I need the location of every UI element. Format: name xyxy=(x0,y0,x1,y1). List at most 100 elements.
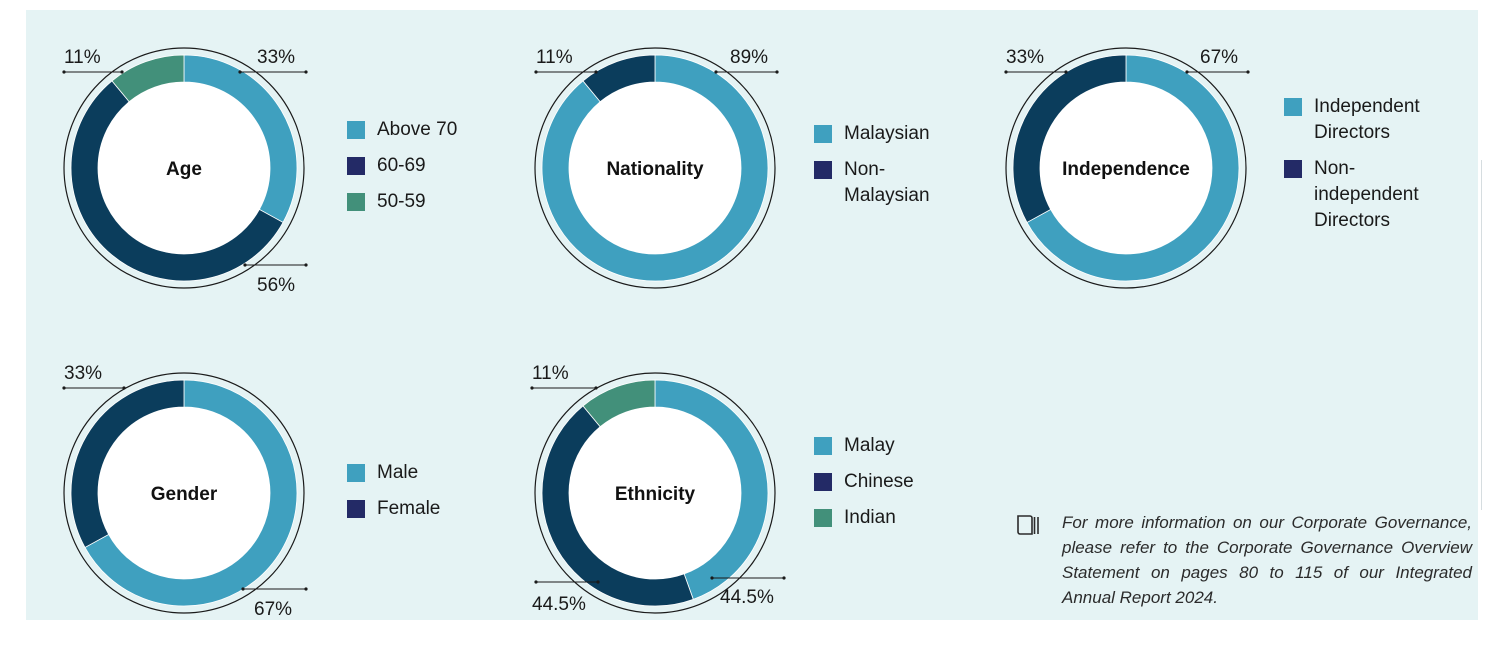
chart-title: Nationality xyxy=(606,159,704,180)
legend-label: Female xyxy=(377,498,441,519)
leader-dot xyxy=(1004,70,1008,74)
leader-dot xyxy=(1064,70,1068,74)
leader-dot xyxy=(241,587,245,591)
outer-ring xyxy=(1005,47,1247,289)
legend-swatch xyxy=(814,473,832,491)
leader-dot xyxy=(594,70,598,74)
legend-item-malaysian: Malaysian xyxy=(814,121,930,147)
chart-title: Independence xyxy=(1062,159,1190,180)
legend-label: 60-69 xyxy=(377,155,426,176)
age-legend: Above 70 60-69 50-59 xyxy=(347,117,457,225)
legend-item-50-59: 50-59 xyxy=(347,189,457,215)
legend-swatch xyxy=(347,121,365,139)
leader-dot xyxy=(530,386,534,390)
legend-swatch xyxy=(347,500,365,518)
leader-dot xyxy=(594,386,598,390)
legend-item-60-69: 60-69 xyxy=(347,153,457,179)
leader-dot xyxy=(122,386,126,390)
legend-label: 50-59 xyxy=(377,191,426,212)
value-label: 67% xyxy=(1200,47,1238,68)
legend-swatch xyxy=(347,193,365,211)
leader-dot xyxy=(304,263,308,267)
legend-item-above-70: Above 70 xyxy=(347,117,457,143)
legend-swatch xyxy=(347,464,365,482)
chart-title: Age xyxy=(166,159,202,180)
value-label: 11% xyxy=(536,47,573,68)
value-label: 11% xyxy=(64,47,101,68)
outer-ring xyxy=(534,372,776,614)
legend-item-chinese: Chinese xyxy=(814,469,914,495)
leader-dot xyxy=(534,580,538,584)
value-label: 11% xyxy=(532,363,569,384)
leader-dot xyxy=(710,576,714,580)
legend-swatch xyxy=(1284,98,1302,116)
leader-dot xyxy=(1246,70,1250,74)
leader-dot xyxy=(120,70,124,74)
legend-item-non-malaysian: Non-Malaysian xyxy=(814,157,930,209)
note-text: For more information on our Corporate Go… xyxy=(1062,513,1472,607)
donut-independence: Independence 67% 33% xyxy=(1004,47,1250,289)
donut-hole xyxy=(98,407,270,579)
donut-hole xyxy=(98,82,270,254)
leader-dot xyxy=(304,587,308,591)
legend-swatch xyxy=(814,509,832,527)
outer-ring xyxy=(63,47,305,289)
leader-dot xyxy=(243,263,247,267)
value-label: 44.5% xyxy=(532,594,586,615)
leader-dot xyxy=(775,70,779,74)
value-label: 33% xyxy=(64,363,102,384)
chart-title: Ethnicity xyxy=(615,484,696,505)
leader-dot xyxy=(62,70,66,74)
donut-nationality: Nationality 89% 11% xyxy=(534,47,779,289)
leader-dot xyxy=(1185,70,1189,74)
leader-dot xyxy=(596,580,600,584)
legend-label: Malaysian xyxy=(844,123,930,144)
donut-ethnicity: Ethnicity 44.5% 44.5% 11% xyxy=(530,363,786,615)
book-icon xyxy=(1016,514,1040,536)
donut-gender: Gender 67% 33% xyxy=(62,363,308,620)
legend-label: Above 70 xyxy=(377,119,458,140)
leader-dot xyxy=(62,386,66,390)
chart-title: Gender xyxy=(151,484,218,505)
legend-swatch xyxy=(814,161,832,179)
donut-hole xyxy=(569,407,741,579)
legend-label: Non-Malaysian xyxy=(844,159,930,206)
legend-item-male: Male xyxy=(347,460,440,486)
legend-item-indian: Indian xyxy=(814,505,914,531)
page-edge-divider xyxy=(1481,160,1482,510)
legend-item-female: Female xyxy=(347,496,440,522)
donut-hole xyxy=(569,82,741,254)
outer-ring xyxy=(534,47,776,289)
legend-swatch xyxy=(814,437,832,455)
outer-ring xyxy=(63,372,305,614)
legend-swatch xyxy=(347,157,365,175)
value-label: 89% xyxy=(730,47,768,68)
legend-label: Male xyxy=(377,462,419,483)
value-label: 67% xyxy=(254,599,292,620)
legend-label: Chinese xyxy=(844,471,914,492)
leader-dot xyxy=(304,70,308,74)
legend-swatch xyxy=(1284,160,1302,178)
leader-dot xyxy=(714,70,718,74)
value-label: 56% xyxy=(257,275,295,296)
legend-item-malay: Malay xyxy=(814,433,914,459)
leader-dot xyxy=(534,70,538,74)
value-label: 44.5% xyxy=(720,587,774,608)
leader-dot xyxy=(782,576,786,580)
donut-age: Age 33% 56% 11% xyxy=(62,47,308,296)
leader-dot xyxy=(238,70,242,74)
value-label: 33% xyxy=(257,47,295,68)
legend-swatch xyxy=(814,125,832,143)
value-label: 33% xyxy=(1006,47,1044,68)
donut-hole xyxy=(1040,82,1212,254)
legend-label: Malay xyxy=(844,435,895,456)
